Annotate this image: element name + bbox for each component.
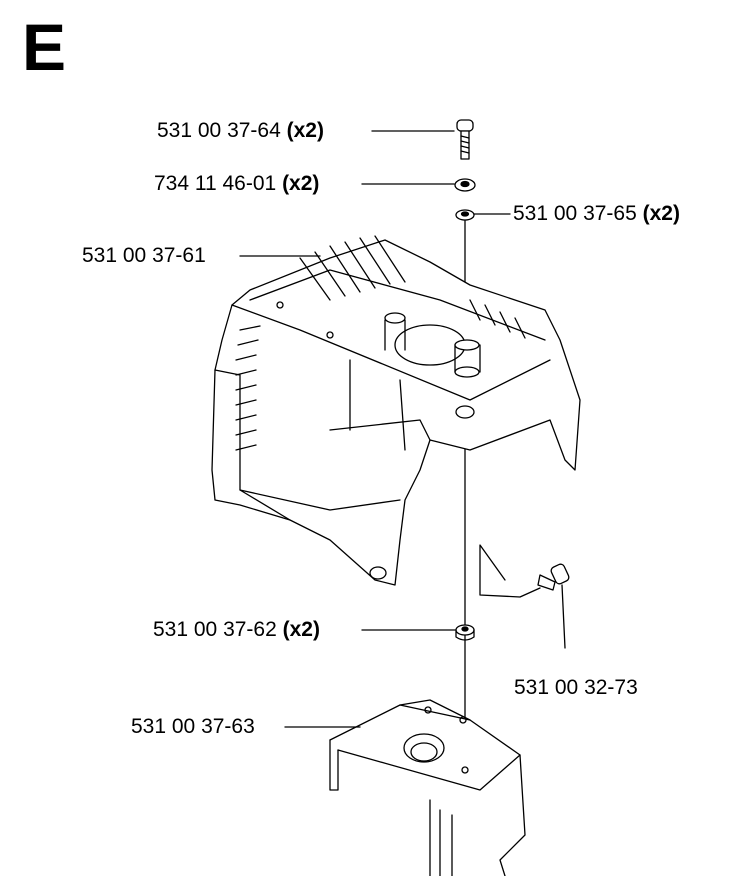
part-label-washer-b: 531 00 37-65 (x2) — [513, 203, 680, 224]
part-quantity: (x2) — [642, 202, 680, 225]
part-number: 531 00 37-63 — [131, 715, 255, 738]
part-number: 531 00 37-64 — [157, 119, 281, 142]
part-number: 531 00 32-73 — [514, 676, 638, 699]
part-label-bolt: 531 00 37-64 (x2) — [157, 120, 324, 141]
bracket-part — [329, 699, 526, 876]
part-quantity: (x2) — [286, 119, 324, 142]
section-letter: E — [22, 10, 67, 84]
bolt-part — [456, 119, 474, 160]
part-number: 531 00 37-61 — [82, 244, 206, 267]
part-label-bushing: 531 00 37-62 (x2) — [153, 619, 320, 640]
part-label-screw: 531 00 32-73 — [514, 677, 638, 698]
part-label-bracket: 531 00 37-63 — [131, 716, 255, 737]
part-quantity: (x2) — [282, 618, 320, 641]
part-quantity: (x2) — [282, 172, 320, 195]
part-label-washer-a: 734 11 46-01 (x2) — [154, 173, 319, 194]
part-label-cylinder-cover: 531 00 37-61 — [82, 245, 206, 266]
part-number: 734 11 46-01 — [154, 172, 277, 195]
screw-part — [479, 544, 570, 649]
part-number: 531 00 37-62 — [153, 618, 277, 641]
bushing-part — [455, 624, 475, 641]
washer-b-part — [455, 209, 475, 221]
washer-a-part — [454, 178, 476, 192]
cylinder-cover-part — [211, 235, 581, 586]
part-number: 531 00 37-65 — [513, 202, 637, 225]
